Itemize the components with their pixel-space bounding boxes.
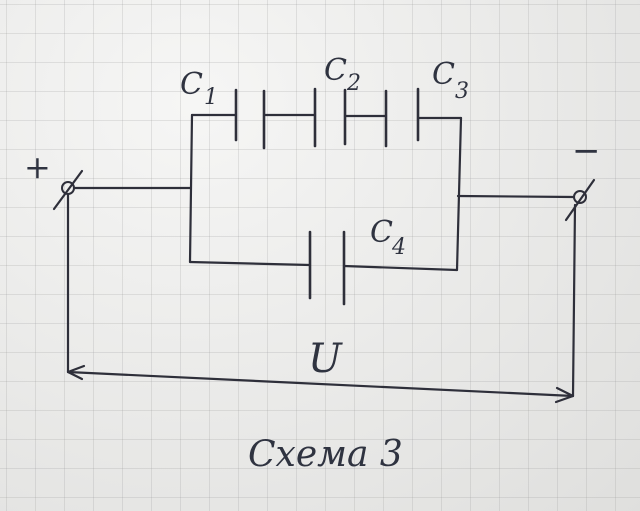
label-c4-letter: C [370,215,393,250]
label-c2: C 2 [324,53,361,96]
voltage-label: U [308,336,343,382]
label-c2-subscript: 2 [346,71,361,96]
label-c4-subscript: 4 [391,235,406,260]
capacitor-c4-symbol [308,230,346,306]
capacitor-c3-symbol [384,87,420,148]
bottom-branch [188,260,459,272]
label-c1-subscript: 1 [204,85,218,110]
plus-sign: + [24,148,51,186]
wire-left-vertical [188,113,194,264]
negative-terminal [564,178,596,222]
top-series-branch [190,113,463,120]
voltage-indicator [66,193,577,404]
label-c2-letter: C [324,53,347,88]
label-c3: C 3 [432,57,469,104]
minus-sign: − [572,131,601,171]
label-c3-subscript: 3 [455,79,469,104]
capacitor-c2-symbol [313,87,347,148]
wire-minus-lead [456,194,576,199]
diagram-caption: Схема 3 [248,434,403,475]
wire-right-vertical [455,116,463,272]
capacitor-c1-symbol [234,88,266,150]
label-c1-letter: C [180,67,203,102]
label-c3-letter: C [432,57,455,92]
label-c4: C 4 [370,215,406,260]
label-c1: C 1 [180,67,218,110]
